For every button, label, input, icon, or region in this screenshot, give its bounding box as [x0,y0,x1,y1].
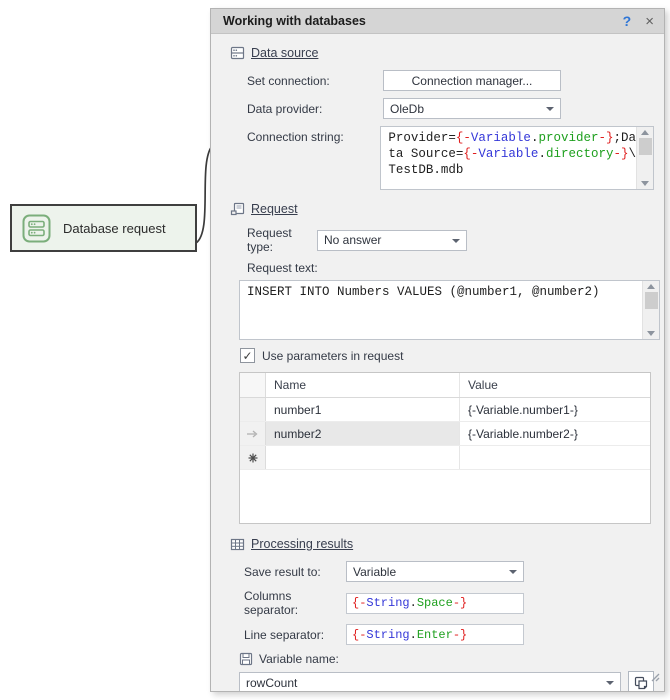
request-type-value: No answer [324,233,382,247]
param-value-cell[interactable]: {-Variable.number2-} [468,426,578,441]
request-text-scrollbar[interactable] [642,281,659,339]
variable-name-value: rowCount [246,676,298,690]
columns-separator-input[interactable]: {-String.Space-} [346,592,524,614]
database-stack-icon [230,46,245,60]
line-separator-input[interactable]: {-String.Enter-} [346,624,524,645]
column-header-value[interactable]: Value [468,378,498,392]
table-grid-icon [230,538,245,551]
scroll-down-icon[interactable] [641,181,649,186]
param-value-cell[interactable]: {-Variable.number1-} [468,402,578,417]
properties-panel: Working with databases ? × Data source S… [210,8,665,692]
save-floppy-icon [239,652,253,666]
form-page-icon [230,202,245,216]
line-separator-label: Line separator: [244,627,325,642]
save-result-select[interactable]: Variable [346,561,524,582]
scroll-up-icon[interactable] [647,284,655,289]
use-parameters-label: Use parameters in request [262,348,404,363]
scroll-up-icon[interactable] [641,130,649,135]
section-request-heading[interactable]: Request [230,202,654,216]
request-type-label: Request type: [247,226,292,254]
section-processing-results-title: Processing results [251,537,354,551]
variable-name-label: Variable name: [259,652,339,666]
save-result-value: Variable [353,564,397,579]
chevron-down-icon [546,107,554,111]
resize-grip[interactable] [648,669,660,687]
table-row[interactable]: number2 {-Variable.number2-} [240,422,650,446]
scrollbar-thumb[interactable] [644,292,658,309]
chevron-down-icon [606,681,615,685]
data-provider-label: Data provider: [247,101,323,116]
parameters-table[interactable]: Name Value number1 {-Variable.number1-} … [239,372,651,524]
table-new-row[interactable] [240,446,650,470]
current-row-arrow-icon [247,430,258,437]
columns-separator-label: Columns separator: [244,589,299,617]
data-provider-select[interactable]: OleDb [383,98,561,119]
node-label: Database request [63,220,166,236]
chevron-down-icon [452,238,460,243]
table-gutter-header [240,373,266,397]
param-name-cell[interactable]: number1 [266,398,460,421]
scroll-down-icon[interactable] [647,331,655,336]
connection-string-scrollbar[interactable] [636,127,653,189]
panel-body: Data source Set connection: Connection m… [211,34,664,691]
chevron-down-icon [509,570,517,574]
connection-string-label: Connection string: [247,130,344,144]
copy-variable-button[interactable] [628,671,654,691]
set-connection-label: Set connection: [247,73,330,88]
table-header-row: Name Value [240,373,650,398]
data-provider-value: OleDb [390,101,425,116]
table-row[interactable]: number1 {-Variable.number1-} [240,398,650,422]
request-text-value: INSERT INTO Numbers VALUES (@number1, @n… [247,285,600,299]
section-data-source-heading[interactable]: Data source [230,46,654,60]
column-header-name[interactable]: Name [266,373,460,397]
variable-name-combobox[interactable]: rowCount [239,672,622,691]
section-request-title: Request [251,202,298,216]
copy-icon [635,676,648,690]
param-name-cell[interactable]: number2 [266,422,460,445]
request-type-select[interactable]: No answer [317,229,467,251]
new-row-asterisk-icon [248,453,257,462]
scrollbar-thumb[interactable] [638,138,652,155]
action-node-database-request[interactable]: Database request [10,204,197,252]
use-parameters-checkbox[interactable]: ✓ [240,348,255,363]
close-button[interactable]: × [645,12,654,30]
request-text-label: Request text: [247,261,318,275]
panel-header: Working with databases ? × [211,9,664,34]
help-button[interactable]: ? [622,13,632,29]
section-data-source-title: Data source [251,46,319,60]
section-processing-results-heading[interactable]: Processing results [230,537,654,551]
connection-manager-button[interactable]: Connection manager... [383,70,561,91]
database-icon [21,213,52,244]
panel-title: Working with databases [223,14,366,28]
save-result-label: Save result to: [244,564,321,579]
request-text-textarea[interactable]: INSERT INTO Numbers VALUES (@number1, @n… [239,280,660,340]
